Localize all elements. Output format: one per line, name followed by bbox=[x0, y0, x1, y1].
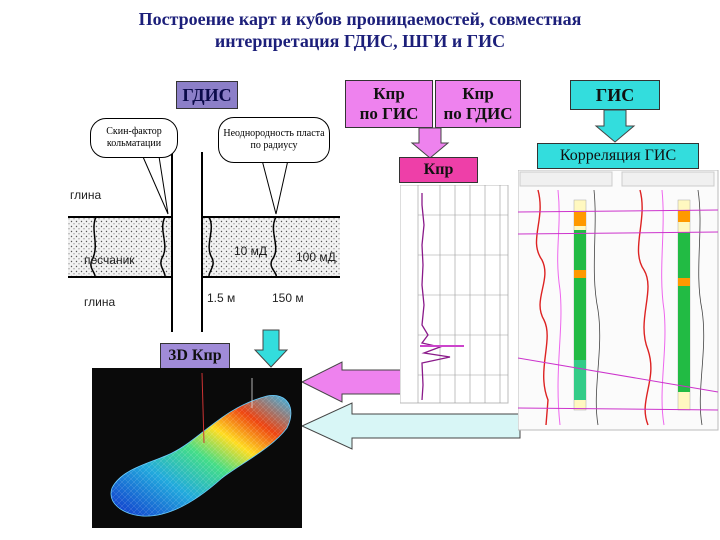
down-arrow-3d bbox=[253, 329, 289, 368]
gdis-box: ГДИС bbox=[176, 81, 238, 109]
radius-far-label: 150 м bbox=[272, 291, 304, 305]
gdis-label: ГДИС bbox=[182, 84, 232, 105]
kpr-log-curve bbox=[420, 193, 451, 401]
gis-box: ГИС bbox=[570, 80, 660, 110]
model3d-box: 3D Кпр bbox=[160, 343, 230, 369]
radius-near-label: 1.5 м bbox=[207, 291, 236, 305]
kpr-3d-model-image bbox=[92, 368, 302, 528]
wellbore bbox=[172, 152, 202, 332]
kpr-gdis-line1: Кпр bbox=[462, 84, 494, 103]
skin-zone-left bbox=[160, 216, 166, 278]
perm-near-label: 10 мД bbox=[234, 244, 268, 258]
well-right bbox=[621, 171, 715, 426]
kpr-log-panel bbox=[400, 185, 509, 404]
sandstone-layer bbox=[68, 217, 340, 277]
kpr-center-label: Кпр bbox=[423, 161, 454, 178]
title-line-2: интерпретация ГДИС, ШГИ и ГИС bbox=[214, 31, 506, 51]
layer-label-top: глина bbox=[70, 188, 102, 202]
perm-far-label: 100 мД bbox=[296, 250, 336, 264]
left-arrow-pink bbox=[300, 361, 407, 403]
down-arrow-kpr bbox=[410, 127, 450, 159]
layer-label-middle: песчаник bbox=[84, 253, 135, 267]
heterogeneity-boundary bbox=[270, 216, 277, 278]
kpr-gis-box: Кпр по ГИС bbox=[345, 80, 433, 128]
title-line-1: Построение карт и кубов проницаемостей, … bbox=[138, 9, 582, 29]
kpr-gis-line1: Кпр bbox=[373, 84, 405, 103]
heterogeneity-callout: Неоднородность пласта по радиусу bbox=[218, 117, 330, 163]
layer-label-bottom: глина bbox=[84, 295, 116, 309]
correlation-label: Корреляция ГИС bbox=[559, 147, 677, 164]
kpr-center-box: Кпр bbox=[399, 157, 478, 183]
model3d-label: 3D Кпр bbox=[168, 347, 222, 364]
well-left bbox=[519, 171, 613, 426]
gis-correlation-panels bbox=[518, 170, 719, 431]
kpr-gdis-box: Кпр по ГДИС bbox=[435, 80, 521, 128]
down-arrow-gis bbox=[594, 109, 636, 143]
left-arrow-cyan bbox=[300, 402, 521, 450]
gis-label: ГИС bbox=[595, 84, 635, 105]
skin-factor-callout: Скин-фактор кольматации bbox=[90, 118, 178, 158]
slide-title: Построение карт и кубов проницаемостей, … bbox=[0, 8, 720, 52]
correlation-box: Корреляция ГИС bbox=[537, 143, 699, 169]
kpr-gis-line2: по ГИС bbox=[359, 104, 419, 123]
kpr-gdis-line2: по ГДИС bbox=[443, 104, 513, 123]
skin-zone-right bbox=[208, 216, 214, 278]
